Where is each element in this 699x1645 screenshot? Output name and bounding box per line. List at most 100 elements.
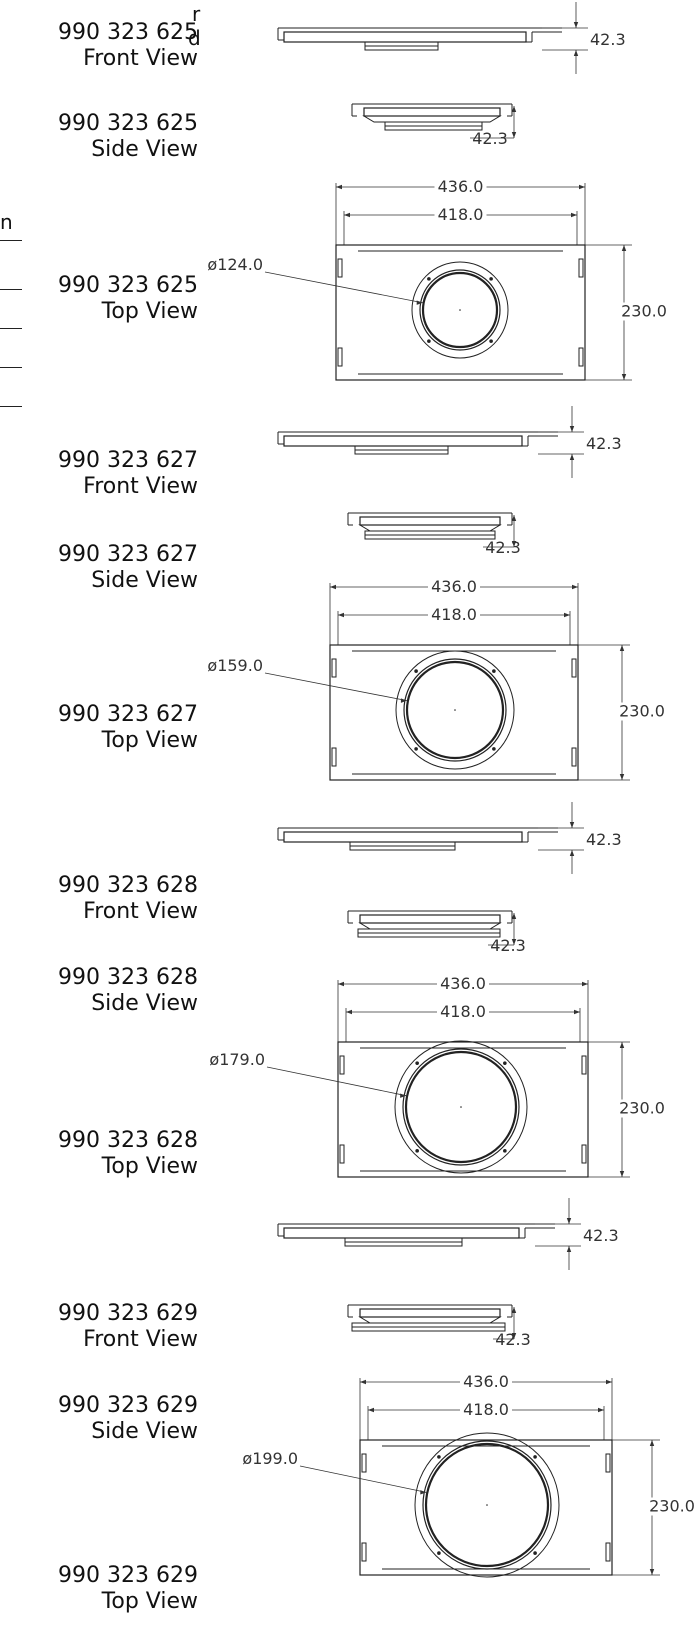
view-name: Front View (83, 46, 198, 71)
view-label: 990 323 629 Front View (0, 1301, 198, 1353)
top-view-spigot-ring (422, 1440, 552, 1570)
top-view-clip (337, 347, 343, 367)
top-view-plate (329, 644, 579, 781)
top-view-flange-ring (395, 650, 515, 770)
diameter-text: ø124.0 (207, 255, 263, 274)
top-view-flange-ring (414, 1432, 560, 1578)
dimension-text-background (437, 975, 489, 991)
dimension-arrow (649, 1569, 655, 1575)
top-view-center-mark (486, 1504, 488, 1506)
edge-rule (0, 406, 22, 407)
view-name: Front View (83, 1327, 198, 1352)
diameter-text: ø159.0 (207, 656, 263, 675)
part-number: 990 323 627 (58, 702, 198, 727)
dimension-text-background (620, 702, 666, 721)
height-dimension-text: 42.3 (490, 936, 526, 955)
height-dimension-text: 42.3 (472, 129, 508, 148)
diameter-leader (266, 1066, 407, 1097)
inner-width-text: 418.0 (438, 205, 484, 224)
dimension-text-background (434, 178, 487, 194)
view-name: Top View (101, 1589, 198, 1614)
dimension-text-background (650, 1497, 696, 1516)
dimension-arrow (511, 541, 517, 547)
outer-width-text: 436.0 (440, 974, 486, 993)
top-view-clip (571, 658, 577, 678)
dimension-text-background (620, 1099, 666, 1118)
dimension-arrow (619, 1171, 625, 1177)
dimension-arrow (619, 774, 625, 780)
dimension-text-background (460, 1401, 512, 1417)
top-view-clip (581, 1055, 587, 1075)
dimension-text-background (428, 578, 480, 594)
dimension-arrow (400, 698, 407, 703)
dimension-arrow (572, 584, 578, 590)
dimension-arrow (619, 1042, 625, 1048)
top-view-rivet (414, 669, 418, 673)
top-view-spigot-ring (402, 1048, 520, 1166)
view-label: 990 323 629 Top View (0, 1563, 198, 1615)
part-number: 990 323 629 (58, 1393, 198, 1418)
top-view-clip (331, 747, 337, 767)
side-view-body (363, 107, 501, 117)
top-view-rivet (414, 747, 418, 751)
top-view-center-mark (454, 709, 456, 711)
front-view-body (283, 1227, 520, 1239)
top-view-spigot-bore (424, 1442, 550, 1568)
dimension-arrow (582, 981, 588, 987)
dimension-text-background (460, 1373, 512, 1389)
edge-rule (0, 367, 22, 368)
top-view-clip (361, 1542, 367, 1562)
dimension-text-background (428, 606, 480, 622)
top-view-rivet (415, 1149, 419, 1153)
view-label: 990 323 627 Front View (0, 448, 198, 500)
top-view-plate (335, 244, 586, 381)
side-view-body (359, 516, 501, 526)
top-view-rivet (415, 1061, 419, 1065)
dimension-arrow (606, 1379, 612, 1385)
side-view-taper (358, 524, 502, 532)
dimension-arrow (511, 106, 517, 112)
inner-width-text: 418.0 (463, 1400, 509, 1419)
top-view-flange-ring (394, 1040, 528, 1174)
view-label: 990 323 627 Side View (0, 542, 198, 594)
dimension-arrow (346, 1009, 352, 1015)
dimension-arrow (573, 22, 579, 28)
top-view-clip (361, 1453, 367, 1473)
top-view-clip (578, 347, 584, 367)
edge-fragment-top-a: r (192, 2, 201, 26)
dimension-arrow (569, 850, 575, 856)
inner-width-text: 418.0 (440, 1002, 486, 1021)
front-view-body (283, 31, 527, 43)
view-label: 990 323 625 Front View (0, 20, 198, 72)
view-name: Side View (91, 991, 198, 1016)
dimension-arrow (574, 1009, 580, 1015)
dimension-arrow (420, 1490, 427, 1495)
top-view-spigot-bore (404, 1050, 518, 1164)
diameter-leader (299, 1465, 427, 1493)
top-view-rivet (503, 1061, 507, 1065)
dimension-arrow (400, 1093, 407, 1098)
side-view-body (359, 1308, 501, 1318)
top-view-rivet (492, 747, 496, 751)
outer-width-text: 436.0 (438, 177, 484, 196)
top-view-plate (359, 1439, 613, 1576)
top-view-center-mark (460, 1106, 462, 1108)
top-view-clip (339, 1055, 345, 1075)
part-number: 990 323 625 (58, 20, 198, 45)
height-dimension-text: 42.3 (590, 30, 626, 49)
depth-dimension-text: 230.0 (619, 702, 665, 721)
top-view-rivet (427, 277, 431, 281)
top-view-clip (339, 1144, 345, 1164)
top-view-spigot-ring (403, 658, 507, 762)
dimension-arrow (511, 132, 517, 138)
view-label: 990 323 628 Top View (0, 1128, 198, 1180)
top-view-plate (337, 1041, 589, 1178)
view-name: Side View (91, 137, 198, 162)
height-dimension-text: 42.3 (586, 830, 622, 849)
side-view-body (359, 914, 501, 924)
front-view-body (283, 831, 523, 843)
dimension-arrow (598, 1407, 604, 1413)
dimension-arrow (416, 300, 423, 305)
dimension-arrow (573, 50, 579, 56)
dimension-arrow (566, 1218, 572, 1224)
